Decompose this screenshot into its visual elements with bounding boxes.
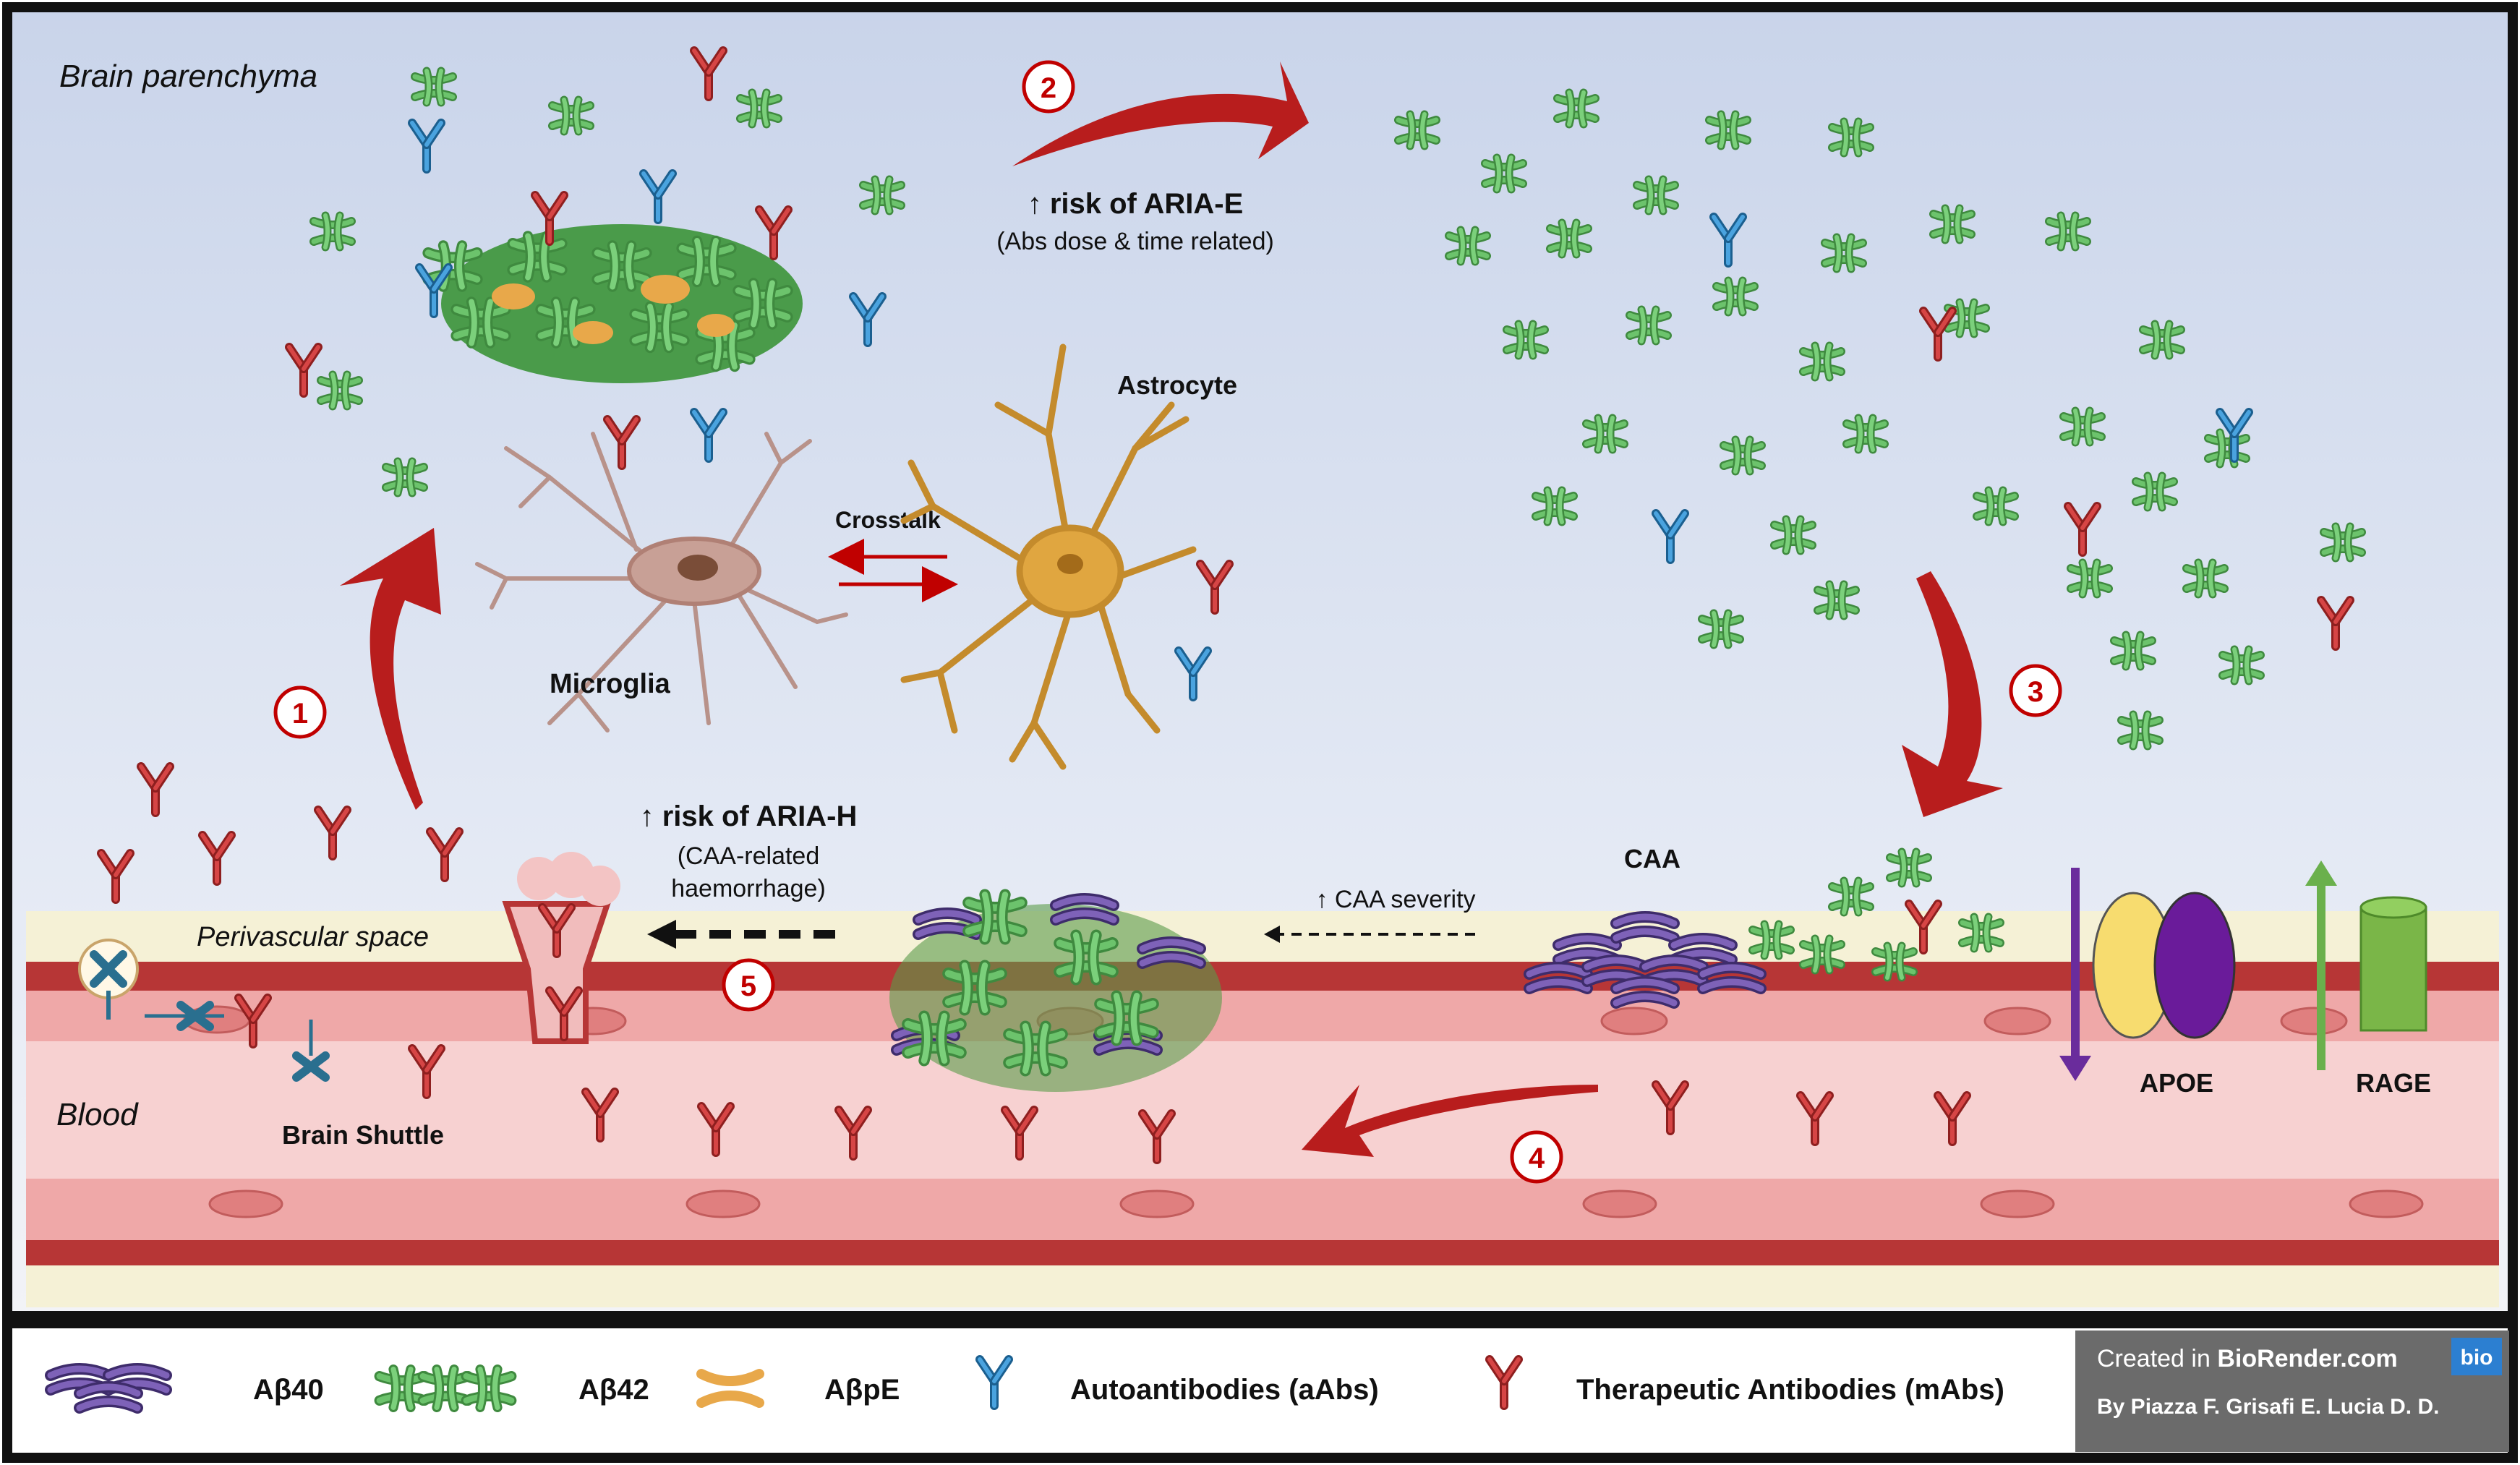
- step-2-circle: [1022, 60, 1075, 114]
- step-1-arrow: [340, 528, 441, 810]
- legend-ab40-label: Aβ40: [253, 1374, 324, 1406]
- biorender-badge: [2451, 1338, 2502, 1375]
- perivascular-space-band: [26, 911, 2499, 962]
- step-4-label: 4: [1529, 1142, 1545, 1174]
- caa-severity-label: ↑ CAA severity: [1315, 886, 1475, 913]
- legend-mab-label: Therapeutic Antibodies (mAbs): [1576, 1374, 2004, 1406]
- biorender-credit-box: [2075, 1331, 2509, 1452]
- crosstalk-arrows: [828, 539, 958, 602]
- apoe-label: APOE: [2140, 1068, 2213, 1098]
- caa-plaque-center: [889, 894, 1222, 1092]
- step-1-label: 1: [292, 698, 308, 730]
- step-3-arrow: [1902, 571, 2003, 817]
- aria-e-title: ↑ risk of ARIA-E: [1028, 188, 1244, 220]
- legend: Aβ40 Aβ42 AβpE Autoantibodies (aAbs) The…: [51, 1331, 2509, 1452]
- rage-label: RAGE: [2356, 1068, 2431, 1098]
- legend-abpe-icon: [696, 1369, 764, 1408]
- legend-abpe-label: AβpE: [824, 1374, 900, 1406]
- lower-perivascular-band: [26, 1265, 2499, 1307]
- authors-credit: By Piazza F. Grisafi E. Lucia D. D.: [2097, 1395, 2439, 1419]
- amyloid-plaque: [428, 224, 803, 383]
- step-2-label: 2: [1041, 72, 1056, 104]
- upper-endothelium: [26, 991, 2499, 1041]
- aria-h-title: ↑ risk of ARIA-H: [640, 800, 858, 832]
- brain-parenchyma-label: Brain parenchyma: [59, 59, 317, 94]
- step-5-circle: [722, 958, 775, 1012]
- step-2-arrow: [1012, 61, 1309, 166]
- step-3-label: 3: [2028, 676, 2043, 708]
- step-1-circle: [273, 685, 327, 739]
- step-4-arrow: [1302, 1085, 1598, 1157]
- aria-e-subtitle: (Abs dose & time related): [996, 228, 1274, 255]
- vessel-rupture: [502, 852, 620, 1044]
- microglia-cell: [475, 432, 848, 732]
- brain-shuttle: [78, 939, 330, 1082]
- step-4-circle: [1510, 1130, 1563, 1184]
- legend-ab42-label: Aβ42: [578, 1374, 649, 1406]
- brain-shuttle-label: Brain Shuttle: [282, 1120, 444, 1150]
- apoe-shape-purple: [2153, 892, 2236, 1039]
- legend-aab-label: Autoantibodies (aAbs): [1070, 1374, 1379, 1406]
- biorender-badge-label: bio: [2461, 1346, 2493, 1370]
- lower-vessel-wall: [26, 1240, 2499, 1265]
- perivascular-space-label: Perivascular space: [197, 922, 429, 952]
- blood-lumen: [26, 1041, 2499, 1186]
- caa-label: CAA: [1624, 844, 1680, 874]
- astrocyte-cell: [900, 343, 1197, 770]
- blood-label: Blood: [56, 1097, 139, 1132]
- microglia-label: Microglia: [550, 669, 671, 699]
- lower-endothelium: [26, 1179, 2499, 1240]
- aria-h-subtitle-1: (CAA-related: [678, 842, 820, 870]
- biorender-credit-line: Created in BioRender.com: [2097, 1345, 2398, 1372]
- step-3-circle: [2009, 664, 2062, 717]
- rage-receptor: [2359, 906, 2427, 1032]
- step-5-label: 5: [740, 970, 756, 1002]
- astrocyte-label: Astrocyte: [1117, 370, 1237, 400]
- aria-h-subtitle-2: haemorrhage): [671, 875, 826, 902]
- upper-vessel-wall: [26, 962, 2499, 991]
